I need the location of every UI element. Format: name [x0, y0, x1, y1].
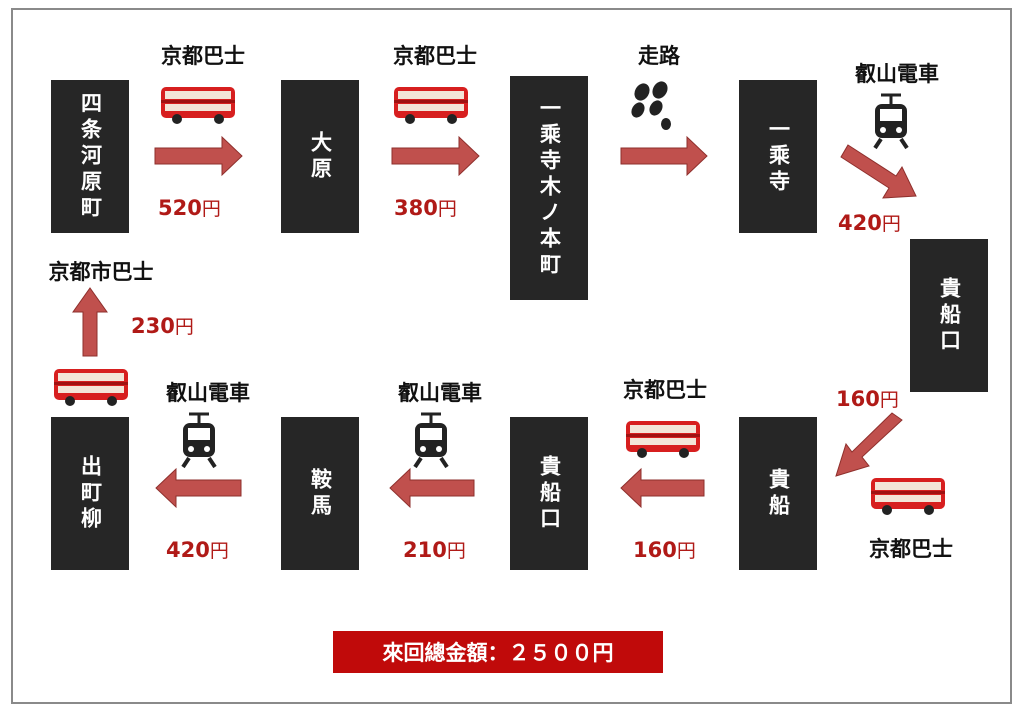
station-label: 出町柳: [78, 454, 103, 533]
arrow-left-icon: [620, 467, 705, 509]
mode-label: 京都巴士: [393, 44, 477, 68]
mode-label: 叡山電車: [855, 62, 939, 86]
arrow-right-icon: [391, 135, 480, 177]
double-decker-bus-icon: [626, 421, 700, 458]
station-ohara: 大原: [281, 80, 359, 233]
station-label: 一乘寺: [766, 117, 791, 196]
station-ichijoji: 一乘寺: [739, 80, 817, 233]
price-label: 160円: [836, 387, 899, 411]
station-label: 四条河原町: [78, 91, 103, 222]
station-kibuneguchi-bottom: 貴船口: [510, 417, 588, 570]
station-ichijoji-kinomoto: 一乘寺木ノ本町: [510, 76, 588, 300]
station-demachiyanagi: 出町柳: [51, 417, 129, 570]
station-kibuneguchi-top: 貴船口: [910, 239, 988, 392]
station-label: 貴船口: [537, 454, 562, 533]
price-label: 520円: [158, 196, 221, 220]
mode-label: 走路: [638, 44, 680, 68]
station-shijo-kawaramachi: 四条河原町: [51, 80, 129, 233]
station-label: 大原: [308, 130, 333, 183]
arrow-diag-down-right-icon: [840, 144, 917, 199]
price-label: 230円: [131, 314, 194, 338]
arrow-left-icon: [155, 467, 242, 509]
tram-icon: [181, 412, 217, 469]
double-decker-bus-icon: [394, 87, 468, 124]
price-label: 210円: [403, 538, 466, 562]
mode-label: 京都巴士: [869, 537, 953, 561]
total-fare-banner: 來回總金額：２５００円: [333, 631, 663, 673]
mode-label: 京都巴士: [623, 378, 707, 402]
tram-icon: [873, 93, 909, 150]
price-label: 160円: [633, 538, 696, 562]
tram-icon: [413, 412, 449, 469]
price-label: 420円: [166, 538, 229, 562]
double-decker-bus-icon: [871, 478, 945, 515]
arrow-up-icon: [72, 287, 108, 357]
arrow-right-icon: [154, 135, 243, 177]
station-label: 一乘寺木ノ本町: [537, 97, 562, 279]
station-kurama: 鞍馬: [281, 417, 359, 570]
station-label: 鞍馬: [308, 467, 333, 520]
double-decker-bus-icon: [161, 87, 235, 124]
price-label: 380円: [394, 196, 457, 220]
mode-label: 叡山電車: [398, 381, 482, 405]
diagram-frame: [11, 8, 1012, 704]
arrow-right-icon: [620, 135, 708, 177]
mode-label: 京都市巴士: [48, 260, 154, 284]
arrow-left-icon: [389, 467, 475, 509]
station-label: 貴船: [766, 467, 791, 520]
mode-label: 京都巴士: [161, 44, 245, 68]
mode-label: 叡山電車: [166, 381, 250, 405]
arrow-diag-down-left-icon: [835, 412, 903, 477]
station-label: 貴船口: [937, 276, 962, 355]
double-decker-bus-icon: [54, 369, 128, 406]
price-label: 420円: [838, 211, 901, 235]
footprints-icon: [631, 81, 671, 130]
station-kibune: 貴船: [739, 417, 817, 570]
